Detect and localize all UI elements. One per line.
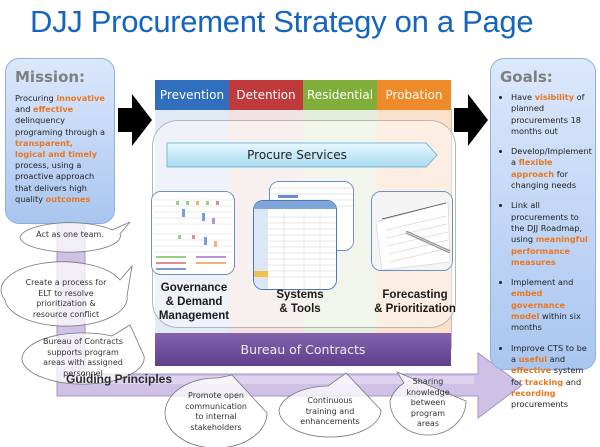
pillar-label-line: Forecasting <box>382 289 448 301</box>
mission-box: Mission: Procuring innovative and effect… <box>5 58 115 224</box>
goal-item: Develop/Implement a flexible approach fo… <box>511 146 592 191</box>
highlight-text: transparent, logical and timely <box>15 137 98 160</box>
goals-heading: Goals: <box>500 68 553 86</box>
text-run: for changing needs <box>511 168 577 191</box>
column-header-residential: Residential <box>303 80 377 110</box>
highlight-text: flexible approach <box>511 157 555 179</box>
pillar-label-line: & Prioritization <box>374 303 456 315</box>
mission-heading: Mission: <box>15 68 86 86</box>
text-run: Implement and <box>511 277 574 288</box>
pillar-label-line: Governance <box>160 282 228 294</box>
text-run: and <box>563 376 582 387</box>
bubble-line: stakeholders <box>190 422 242 432</box>
planner-notebook-pen-image <box>371 191 453 271</box>
bubble-line: prioritization & <box>36 299 96 308</box>
highlight-text: useful <box>518 353 548 364</box>
highlight-text: tracking <box>524 376 564 387</box>
pillar-label-systems: Systems & Tools <box>255 288 345 316</box>
goal-item: Improve CTS to be a useful and effective… <box>511 343 591 411</box>
bubble-promote-communication: Promote open communication to internal s… <box>168 391 264 433</box>
text-run: delinquency programing through a <box>15 115 106 137</box>
bubble-sharing-knowledge: Sharing knowledge between program areas <box>392 377 464 430</box>
arrow-right-icon <box>454 94 488 146</box>
highlight-text: visibility <box>534 92 575 102</box>
highlight-text: embed governance model <box>511 288 566 322</box>
text-run: Develop/Implement a <box>511 146 592 168</box>
pillar-label-line: & Demand <box>165 296 223 308</box>
text-run: system for <box>511 365 584 387</box>
bubble-create-process: Create a process for ELT to resolve prio… <box>8 278 124 320</box>
bubble-line: Promote open <box>188 391 244 400</box>
bubble-line: Bureau of Contracts <box>43 337 123 346</box>
highlight-text: meaningful performance measures <box>511 234 588 267</box>
bubble-line: communication <box>185 401 247 411</box>
goal-item: Link all procurements to the DJJ Roadmap… <box>511 200 591 268</box>
pillar-label-line: Systems <box>276 289 324 301</box>
mission-text: Procuring innovative and effective delin… <box>15 93 106 205</box>
highlight-text: effective <box>33 104 74 115</box>
bubble-bureau-supports: Bureau of Contracts supports program are… <box>24 337 142 379</box>
bubble-line: between <box>410 398 446 407</box>
page-title: DJJ Procurement Strategy on a Page <box>30 4 534 39</box>
bubble-line: Sharing <box>412 377 444 386</box>
text-run: and <box>15 104 34 115</box>
bubble-line: supports program <box>47 347 119 357</box>
pillar-label-line: Management <box>158 310 230 322</box>
bubble-line: personnel <box>63 368 103 378</box>
procure-services-label: Procure Services <box>247 148 347 162</box>
arrow-right-icon <box>118 94 152 146</box>
goals-list: Have visibility of planned procurements … <box>491 92 592 411</box>
pillar-label-line: & Tools <box>279 303 321 315</box>
text-run: Have <box>511 92 535 102</box>
bubble-line: to internal <box>195 412 237 421</box>
pillar-label-forecasting: Forecasting & Prioritization <box>370 288 460 316</box>
bubble-line: areas <box>416 419 439 428</box>
column-header-prevention: Prevention <box>155 80 229 110</box>
goals-box: Goals: Have visibility of planned procur… <box>490 58 596 409</box>
guiding-principles-label: Guiding Principles <box>66 372 173 386</box>
bubble-line: resource conflict <box>32 309 100 319</box>
bubble-line: areas with assigned <box>43 358 123 367</box>
bubble-line: knowledge <box>406 387 450 397</box>
highlight-text: innovative <box>56 93 105 103</box>
spreadsheet-screenshot-image <box>253 200 337 290</box>
bubble-line: program <box>410 408 446 418</box>
bureau-of-contracts-bar: Bureau of Contracts <box>155 333 451 366</box>
bubble-line: training and <box>305 406 355 416</box>
text-run: Procuring <box>15 93 57 103</box>
highlight-text: outcomes <box>45 193 91 204</box>
bubble-act-as-one-team: Act as one team. <box>22 230 118 241</box>
bubble-line: ELT to resolve <box>38 288 94 298</box>
bubble-continuous-training: Continuous training and enhancements <box>282 396 378 428</box>
highlight-text: effective <box>511 365 552 376</box>
highlight-text: recording <box>511 387 556 398</box>
bubble-line: enhancements <box>300 417 360 426</box>
goal-item: Implement and embed governance model wit… <box>511 277 591 333</box>
column-header-detention: Detention <box>229 80 303 110</box>
text-run: and <box>547 353 566 364</box>
text-run: Link all procurements to the DJJ Roadmap… <box>511 200 583 245</box>
text-run: of planned procurements 18 months out <box>511 92 585 136</box>
procure-services-arrow <box>166 142 438 168</box>
text-run: procurements <box>511 399 568 410</box>
goal-item: Have visibility of planned procurements … <box>511 92 591 137</box>
gantt-chart-image <box>151 191 235 275</box>
column-header-probation: Probation <box>377 80 451 110</box>
bubble-line: Create a process for <box>25 278 107 287</box>
text-run: within six months <box>511 311 581 333</box>
pillar-label-governance: Governance & Demand Management <box>150 281 238 323</box>
bubble-line: Act as one team. <box>36 230 104 239</box>
text-run: Improve CTS to be a <box>511 342 587 364</box>
bubble-line: Continuous <box>307 396 353 405</box>
text-run: process, using a proactive approach that… <box>15 160 95 204</box>
